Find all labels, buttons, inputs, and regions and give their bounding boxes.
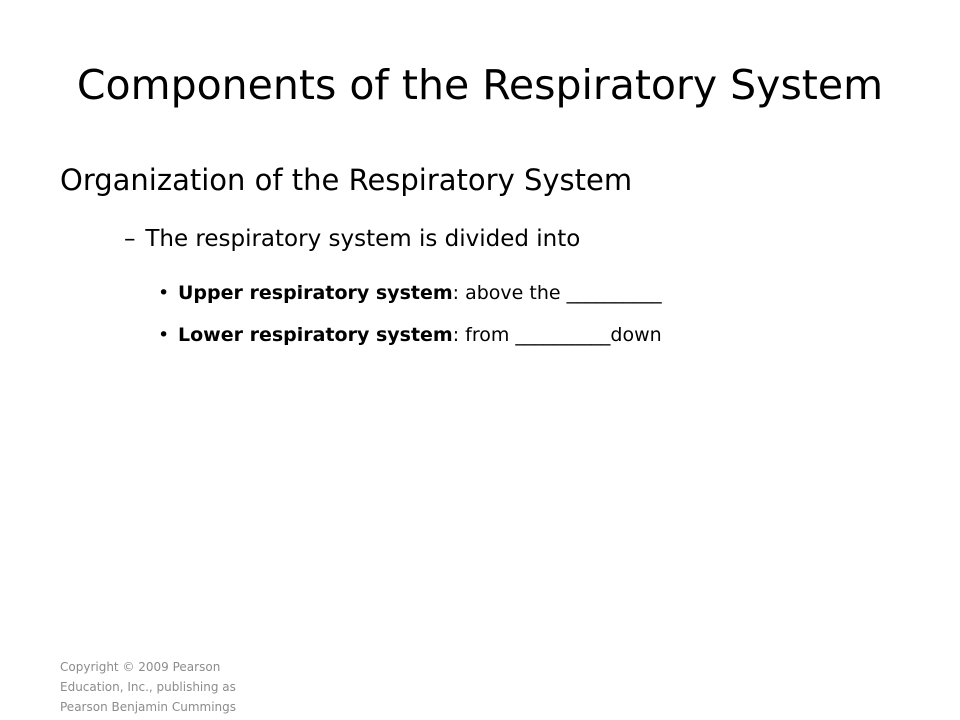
copyright-notice: Copyright © 2009 Pearson Education, Inc.… xyxy=(60,660,237,714)
bullet-term: Lower respiratory system xyxy=(178,324,453,346)
bullet-marker: • xyxy=(158,282,170,304)
bullet-term: Upper respiratory system xyxy=(178,282,453,304)
sub-point: – The respiratory system is divided into xyxy=(124,226,580,252)
dash-marker: – xyxy=(124,226,136,252)
slide-heading: Organization of the Respiratory System xyxy=(60,163,633,197)
bullet-item-lower: • Lower respiratory system: from ________… xyxy=(158,324,662,346)
bullet-item-upper: • Upper respiratory system: above the ___… xyxy=(158,282,662,304)
sub-point-text: The respiratory system is divided into xyxy=(145,226,581,252)
bullet-text: : above the __________ xyxy=(452,282,662,304)
bullet-marker: • xyxy=(158,324,170,346)
slide-title: Components of the Respiratory System xyxy=(76,61,884,109)
bullet-text: : from __________down xyxy=(452,324,662,346)
